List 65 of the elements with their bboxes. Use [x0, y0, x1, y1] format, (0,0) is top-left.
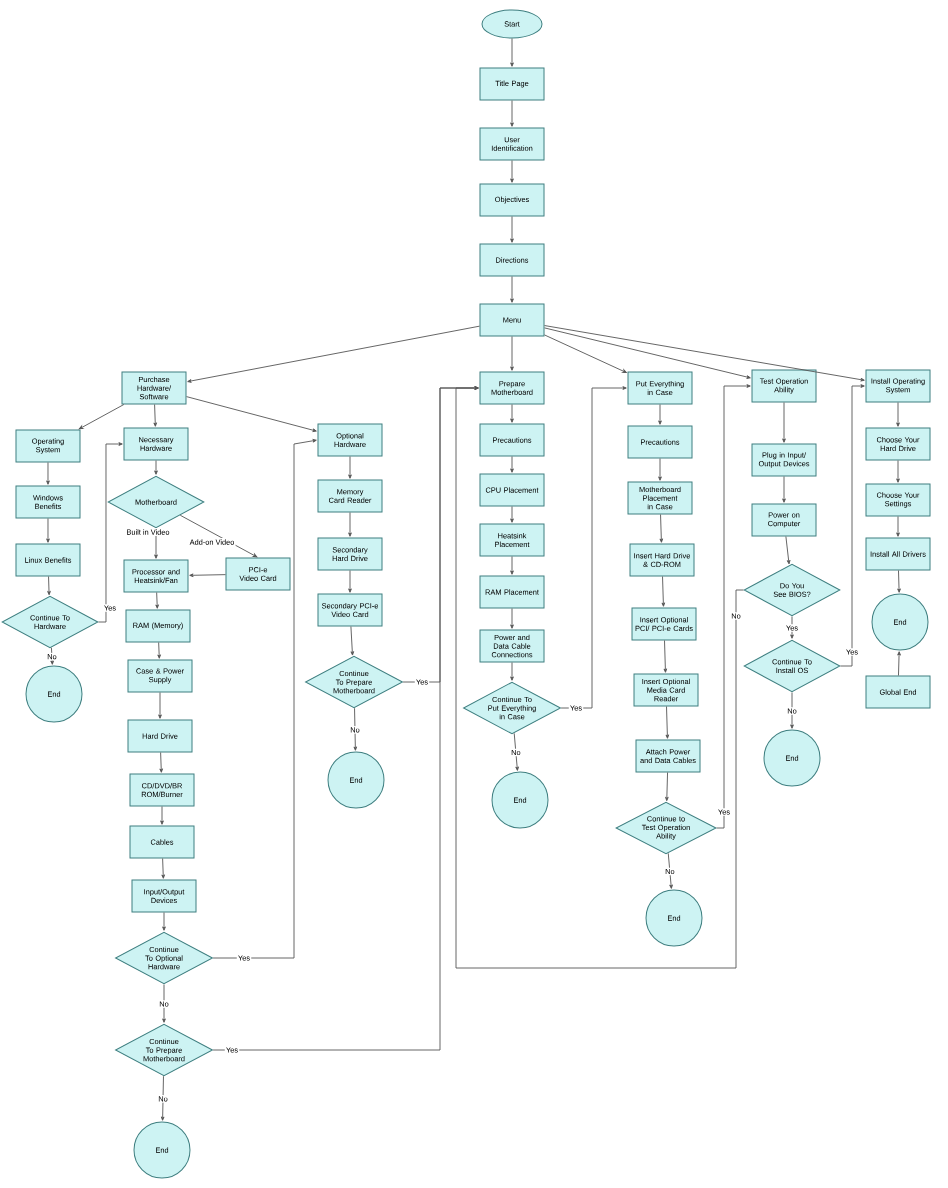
arrow	[782, 476, 786, 503]
arrow	[155, 592, 159, 609]
arrow	[455, 386, 744, 969]
arrow	[162, 984, 166, 1023]
arrow	[544, 334, 627, 373]
arrow	[897, 570, 901, 593]
arrow	[790, 616, 794, 639]
arrow	[661, 576, 666, 607]
arrow	[187, 325, 480, 383]
arrow	[897, 651, 901, 676]
arrow	[896, 460, 900, 483]
arrow	[179, 514, 258, 558]
arrow	[510, 456, 514, 473]
arrow	[658, 458, 662, 481]
arrow	[510, 556, 514, 575]
arrow	[212, 438, 317, 959]
arrow	[47, 576, 51, 596]
arrow	[510, 216, 514, 243]
arrow	[50, 647, 54, 665]
arrow	[353, 707, 358, 751]
arrow	[348, 456, 352, 479]
arrow	[157, 642, 161, 659]
arrow	[510, 608, 514, 629]
arrow	[782, 402, 786, 443]
arrow	[162, 912, 166, 931]
arrow	[160, 1075, 165, 1121]
arrow	[510, 276, 514, 303]
arrow	[161, 858, 166, 879]
arrow	[663, 640, 668, 673]
arrow	[665, 706, 670, 739]
arrow	[348, 512, 352, 537]
arrow	[785, 536, 791, 565]
arrow	[350, 626, 355, 656]
arrow	[896, 402, 900, 427]
arrow	[658, 404, 662, 425]
arrow	[186, 396, 317, 432]
arrow	[716, 384, 751, 829]
arrow	[78, 404, 125, 430]
arrow	[46, 518, 50, 543]
arrow	[510, 404, 514, 423]
arrow	[510, 160, 514, 183]
arrow	[544, 327, 751, 379]
arrow	[154, 460, 158, 475]
arrow	[46, 462, 50, 485]
arrow	[510, 662, 514, 681]
arrow	[790, 692, 794, 729]
arrow	[159, 752, 164, 773]
arrow	[98, 442, 123, 623]
arrow	[665, 772, 669, 802]
arrow	[513, 732, 519, 771]
arrow	[659, 514, 664, 543]
arrow	[544, 325, 865, 382]
arrow	[158, 692, 162, 719]
arrow	[667, 852, 673, 889]
arrow	[510, 100, 514, 127]
arrow	[510, 336, 514, 371]
arrow	[160, 806, 164, 825]
arrow	[560, 386, 627, 709]
arrow	[896, 516, 900, 537]
arrow	[510, 506, 514, 523]
arrow	[348, 570, 352, 593]
arrow	[153, 404, 158, 427]
arrow	[510, 38, 514, 67]
arrow	[189, 573, 226, 578]
arrow	[840, 384, 865, 667]
